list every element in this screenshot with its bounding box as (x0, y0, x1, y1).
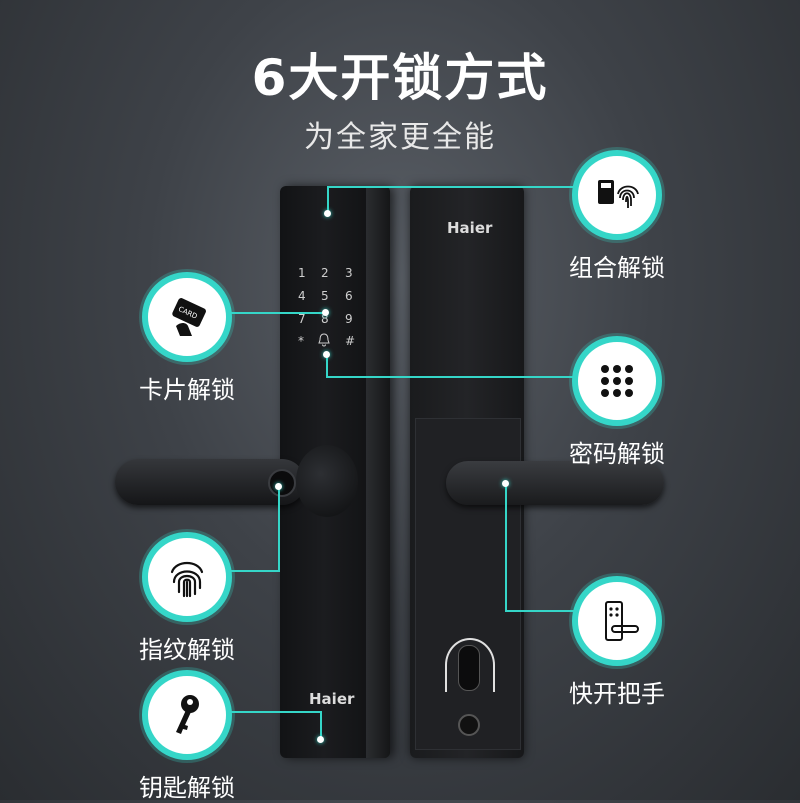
keypad-icon (601, 365, 633, 397)
page-subtitle: 为全家更全能 (304, 120, 496, 155)
keypad-key[interactable]: 9 (345, 312, 353, 326)
connector-line (327, 186, 329, 214)
feature-label: 密码解锁 (569, 440, 665, 468)
feature-combo: 组合解锁 (552, 150, 682, 283)
keypad-key[interactable]: 4 (298, 289, 306, 303)
connector-dot (324, 210, 331, 217)
doorbell-icon[interactable] (318, 332, 330, 351)
feature-fingerprint: 指纹解锁 (122, 532, 252, 665)
connector-dot (275, 483, 282, 490)
connector-line (326, 376, 581, 378)
connector-line (278, 487, 280, 572)
front-handle-rose (296, 445, 358, 517)
connector-dot (323, 351, 330, 358)
keypad-key[interactable]: 2 (321, 266, 329, 280)
feature-quick-handle: 快开把手 (552, 576, 682, 709)
back-handle[interactable] (446, 461, 664, 505)
feature-label: 组合解锁 (569, 254, 665, 282)
card-fingerprint-icon (598, 180, 639, 208)
feature-label: 卡片解锁 (139, 376, 235, 404)
connector-dot (322, 309, 329, 316)
keypad-key[interactable]: 6 (345, 289, 353, 303)
feature-key: 钥匙解锁 (122, 670, 252, 803)
connector-dot (317, 736, 324, 743)
brand-logo-front: Haier (309, 690, 355, 708)
keypad-key[interactable]: 8 (321, 312, 329, 326)
back-button[interactable] (458, 714, 480, 736)
feature-password: 密码解锁 (552, 336, 682, 469)
door-handle-icon (605, 601, 639, 641)
connector-line (505, 484, 507, 612)
feature-card: CARD 卡片解锁 (122, 272, 252, 405)
connector-line (222, 312, 326, 314)
connector-line (320, 711, 322, 739)
connector-dot (502, 480, 509, 487)
keypad-key[interactable]: * (298, 334, 304, 348)
connector-line (505, 610, 582, 612)
connector-line (222, 570, 280, 572)
keypad-key[interactable]: # (345, 334, 356, 348)
keypad-key[interactable]: 3 (345, 266, 353, 280)
keypad-key[interactable]: 5 (321, 289, 329, 303)
connector-line (327, 186, 582, 188)
connector-line (326, 355, 328, 377)
feature-label: 快开把手 (569, 680, 665, 708)
page-title: 6大开锁方式 (251, 49, 549, 107)
fingerprint-icon (170, 561, 204, 598)
brand-logo-back: Haier (447, 219, 493, 237)
thumb-turn-ring (445, 638, 495, 692)
feature-label: 指纹解锁 (139, 636, 235, 664)
lock-front-side (366, 186, 390, 758)
thumb-turn-knob[interactable] (458, 645, 480, 691)
keypad-key[interactable]: 7 (298, 312, 306, 326)
keypad-key[interactable]: 1 (298, 266, 306, 280)
key-icon (176, 695, 199, 734)
card-hand-icon: CARD (172, 298, 206, 336)
connector-line (222, 711, 322, 713)
feature-label: 钥匙解锁 (139, 774, 235, 802)
fingerprint-sensor[interactable] (268, 469, 296, 497)
